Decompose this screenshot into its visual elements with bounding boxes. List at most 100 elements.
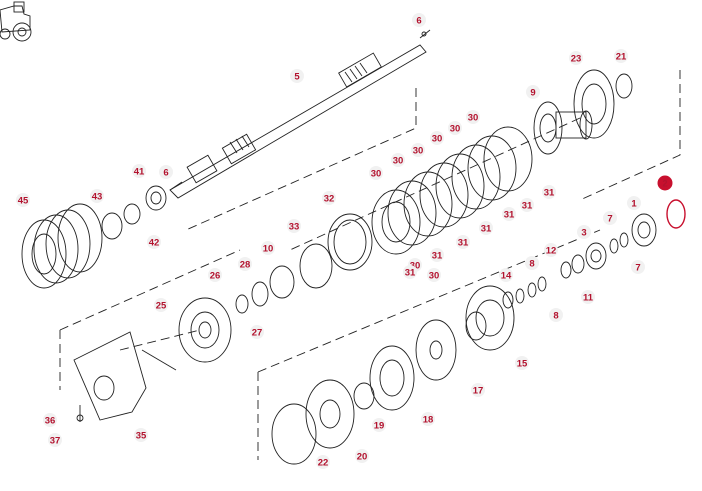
callout-31-35[interactable]: 31 bbox=[542, 185, 556, 199]
callout-3-2[interactable]: 3 bbox=[577, 225, 591, 239]
ring-part-43[interactable] bbox=[101, 212, 123, 240]
ring-part-27[interactable] bbox=[235, 294, 249, 314]
callout-number: 2 bbox=[662, 178, 667, 189]
callout-9-10[interactable]: 9 bbox=[526, 85, 540, 99]
callout-43-49[interactable]: 43 bbox=[90, 189, 104, 203]
callout-1-0[interactable]: 1 bbox=[627, 196, 641, 210]
callout-badge bbox=[427, 268, 441, 282]
gear-part-9[interactable] bbox=[533, 101, 593, 155]
callout-19-18[interactable]: 19 bbox=[372, 418, 386, 432]
callout-27-25[interactable]: 27 bbox=[250, 325, 264, 339]
callout-23-22[interactable]: 23 bbox=[569, 51, 583, 65]
ring-part-8[interactable] bbox=[515, 276, 547, 304]
ring-part-12[interactable] bbox=[560, 261, 572, 279]
callout-2-1[interactable]: 2 bbox=[657, 175, 673, 191]
snap-ring-part-33[interactable] bbox=[299, 243, 333, 289]
callout-badge bbox=[549, 308, 563, 322]
plate-part-32[interactable] bbox=[327, 213, 373, 271]
pin-part-6-top[interactable] bbox=[419, 29, 431, 39]
callout-6-5[interactable]: 6 bbox=[159, 165, 173, 179]
bearing-part-41[interactable] bbox=[145, 185, 167, 211]
callout-10-11[interactable]: 10 bbox=[261, 241, 275, 255]
callout-number: 21 bbox=[616, 51, 627, 62]
callout-badge bbox=[90, 189, 104, 203]
ring-part-28[interactable] bbox=[251, 281, 269, 307]
callout-8-8[interactable]: 8 bbox=[525, 256, 539, 270]
callout-22-21[interactable]: 22 bbox=[316, 455, 330, 469]
callout-badge bbox=[456, 235, 470, 249]
callout-31-37[interactable]: 31 bbox=[502, 207, 516, 221]
callout-6-4[interactable]: 6 bbox=[412, 13, 426, 27]
callout-25-23[interactable]: 25 bbox=[154, 298, 168, 312]
pin-part-6-lower[interactable] bbox=[169, 181, 183, 191]
callout-37-46[interactable]: 37 bbox=[48, 433, 62, 447]
main-shaft-part-5[interactable] bbox=[169, 44, 427, 199]
housing-part-35[interactable] bbox=[73, 331, 177, 421]
bearing-part-3[interactable] bbox=[585, 242, 607, 270]
callout-badge bbox=[290, 69, 304, 83]
callout-12-13[interactable]: 12 bbox=[544, 243, 558, 257]
callout-45-50[interactable]: 45 bbox=[16, 193, 30, 207]
ring-part-22[interactable] bbox=[271, 403, 317, 465]
snap-ring-part-2[interactable] bbox=[666, 199, 686, 229]
callout-41-47[interactable]: 41 bbox=[132, 164, 146, 178]
clutch-pack-part-45[interactable] bbox=[21, 203, 103, 289]
callout-30-27[interactable]: 30 bbox=[466, 110, 480, 124]
carrier-part-20[interactable] bbox=[305, 379, 355, 449]
callout-28-26[interactable]: 28 bbox=[238, 257, 252, 271]
gear-part-15[interactable] bbox=[465, 285, 515, 351]
callout-31-36[interactable]: 31 bbox=[520, 198, 534, 212]
callout-7-6[interactable]: 7 bbox=[603, 211, 617, 225]
ring-part-7[interactable] bbox=[609, 232, 629, 254]
callout-30-31[interactable]: 30 bbox=[391, 153, 405, 167]
callout-number: 31 bbox=[522, 200, 533, 211]
hub-part-18[interactable] bbox=[369, 345, 415, 411]
callout-badge bbox=[48, 433, 62, 447]
callout-17-16[interactable]: 17 bbox=[471, 383, 485, 397]
callout-18-17[interactable]: 18 bbox=[421, 412, 435, 426]
callout-8-9[interactable]: 8 bbox=[549, 308, 563, 322]
callout-number: 42 bbox=[149, 237, 160, 248]
callout-number: 25 bbox=[156, 300, 167, 311]
callout-number: 18 bbox=[423, 414, 434, 425]
ring-part-21[interactable] bbox=[615, 73, 633, 99]
clutch-disc-stack-30-31[interactable] bbox=[371, 126, 533, 255]
disc-part-17[interactable] bbox=[415, 319, 457, 381]
callout-number: 33 bbox=[289, 221, 300, 232]
ring-part-10[interactable] bbox=[269, 265, 295, 299]
callout-32-42[interactable]: 32 bbox=[322, 191, 336, 205]
callout-36-45[interactable]: 36 bbox=[43, 413, 57, 427]
callout-30-28[interactable]: 30 bbox=[448, 121, 462, 135]
callout-20-19[interactable]: 20 bbox=[355, 449, 369, 463]
bearing-part-1[interactable] bbox=[631, 213, 657, 247]
callout-badge bbox=[577, 225, 591, 239]
callout-5-3[interactable]: 5 bbox=[290, 69, 304, 83]
callout-31-39[interactable]: 31 bbox=[456, 235, 470, 249]
drum-part-25[interactable] bbox=[178, 297, 232, 363]
callout-badge bbox=[569, 51, 583, 65]
callout-15-15[interactable]: 15 bbox=[515, 356, 529, 370]
callout-31-41[interactable]: 31 bbox=[403, 265, 417, 279]
callout-42-48[interactable]: 42 bbox=[147, 235, 161, 249]
ring-part-14[interactable] bbox=[502, 291, 514, 309]
callout-11-12[interactable]: 11 bbox=[581, 290, 595, 304]
callout-35-44[interactable]: 35 bbox=[134, 428, 148, 442]
needle-bearing-part-11[interactable] bbox=[571, 254, 585, 274]
tractor-thumbnail-icon[interactable] bbox=[0, 1, 32, 42]
callout-31-38[interactable]: 31 bbox=[479, 221, 493, 235]
ring-part-42[interactable] bbox=[123, 203, 141, 225]
callout-30-33[interactable]: 30 bbox=[427, 268, 441, 282]
callout-7-7[interactable]: 7 bbox=[631, 260, 645, 274]
plate-part-23[interactable] bbox=[573, 69, 615, 139]
ring-part-19[interactable] bbox=[353, 382, 375, 410]
callout-14-14[interactable]: 14 bbox=[499, 268, 513, 282]
callout-26-24[interactable]: 26 bbox=[208, 268, 222, 282]
callout-number: 8 bbox=[553, 310, 558, 321]
callout-30-29[interactable]: 30 bbox=[430, 131, 444, 145]
callout-30-30[interactable]: 30 bbox=[411, 143, 425, 157]
callout-21-20[interactable]: 21 bbox=[614, 49, 628, 63]
bolt-part-36[interactable] bbox=[76, 405, 84, 422]
callout-30-32[interactable]: 30 bbox=[369, 166, 383, 180]
callout-33-43[interactable]: 33 bbox=[287, 219, 301, 233]
callout-31-40[interactable]: 31 bbox=[430, 248, 444, 262]
